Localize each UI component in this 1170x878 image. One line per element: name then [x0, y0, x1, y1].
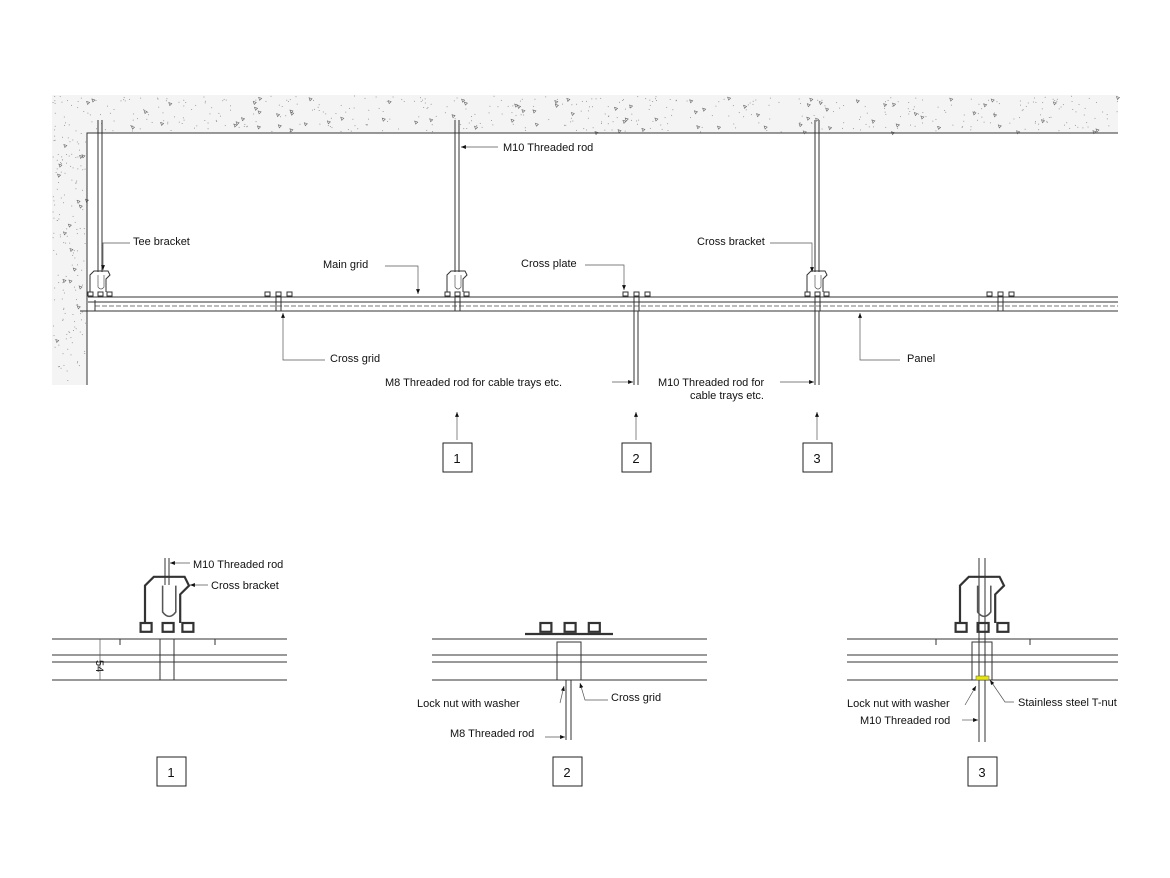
main-grid [80, 270, 1118, 312]
label-m8-rod-cable: M8 Threaded rod for cable trays etc. [385, 377, 562, 389]
label-cross-grid: Cross grid [611, 692, 661, 704]
cross-plate-shape [615, 291, 657, 298]
label-cross-bracket: Cross bracket [211, 580, 279, 592]
svg-text:3: 3 [813, 451, 820, 466]
label-cross-grid: Cross grid [330, 353, 380, 365]
section-marker-1: 1 [442, 442, 473, 473]
detail-2: Lock nut with washer Cross grid M8 Threa… [417, 621, 707, 787]
detail-1: 54 M10 Threaded rod Cross bracket 1 [52, 558, 287, 787]
t-nut-highlight [975, 675, 990, 681]
label-m10-rod-cable-2: cable trays etc. [690, 390, 764, 402]
svg-text:1: 1 [453, 451, 460, 466]
tee-bracket-shape [87, 270, 113, 297]
hanger-rods [97, 120, 820, 385]
svg-text:2: 2 [632, 451, 639, 466]
label-cross-plate: Cross plate [521, 258, 577, 270]
label-m10-rod: M10 Threaded rod [860, 715, 950, 727]
svg-text:3: 3 [978, 765, 985, 780]
label-m10-rod-cable: M10 Threaded rod for [658, 377, 765, 389]
leaders [101, 145, 900, 440]
section-marker-2: 2 [621, 442, 652, 473]
dimension-54: 54 [93, 660, 105, 672]
cross-plate-shape [257, 291, 299, 298]
cross-bracket-shape [804, 270, 830, 297]
label-tee-bracket: Tee bracket [133, 236, 190, 248]
label-m10-rod: M10 Threaded rod [503, 142, 593, 154]
label-t-nut: Stainless steel T-nut [1018, 697, 1117, 709]
svg-text:1: 1 [167, 765, 174, 780]
label-lock-nut: Lock nut with washer [417, 698, 520, 710]
detail-3: Lock nut with washer Stainless steel T-n… [847, 558, 1118, 787]
label-panel: Panel [907, 353, 935, 365]
svg-text:2: 2 [563, 765, 570, 780]
label-m10-rod: M10 Threaded rod [193, 559, 283, 571]
label-main-grid: Main grid [323, 259, 368, 271]
label-m8-rod: M8 Threaded rod [450, 728, 534, 740]
cross-plate-shape [979, 291, 1021, 298]
concrete-slab [52, 95, 1121, 385]
section-marker-3: 3 [802, 442, 833, 473]
label-lock-nut: Lock nut with washer [847, 698, 950, 710]
label-cross-bracket: Cross bracket [697, 236, 765, 248]
cross-bracket-shape [444, 270, 470, 297]
